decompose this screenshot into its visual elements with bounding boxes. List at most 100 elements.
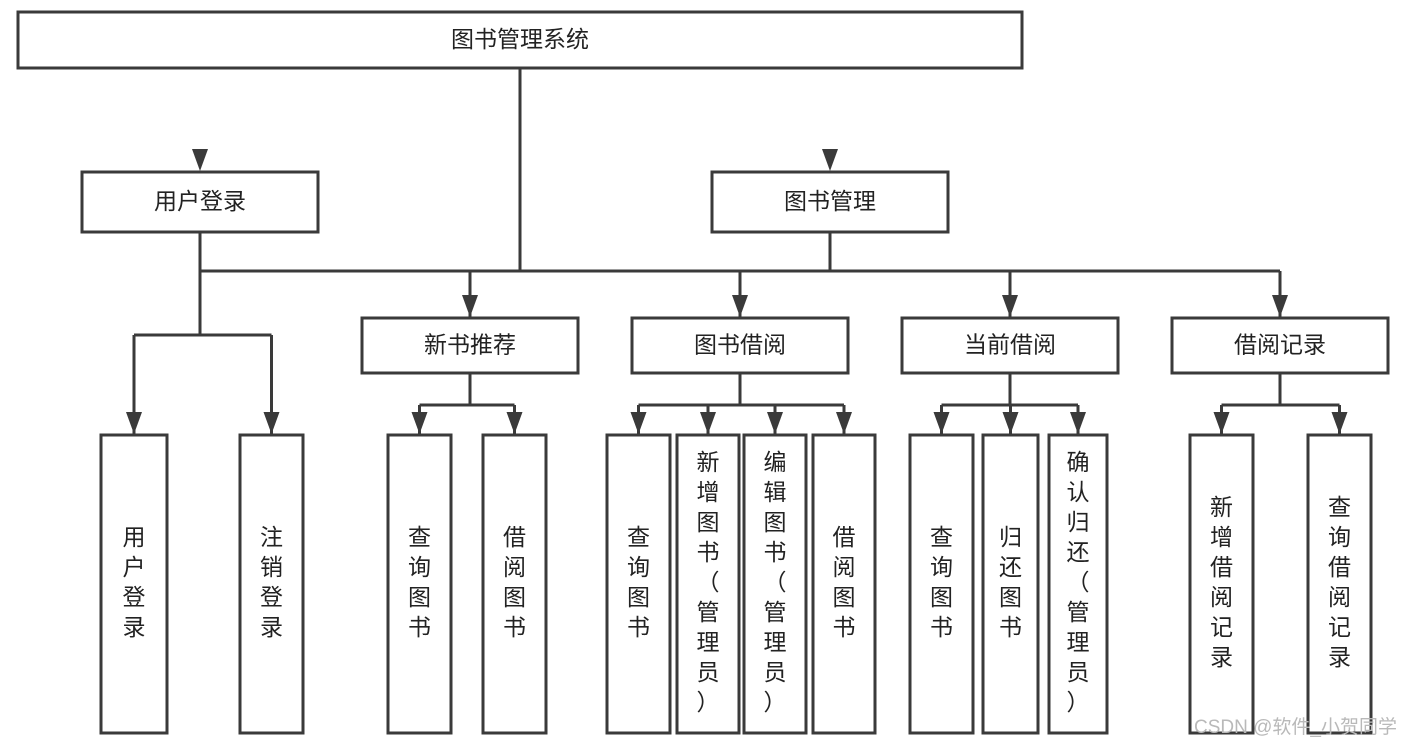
node-box xyxy=(99,433,169,735)
connector-arrowhead xyxy=(263,412,280,434)
node-label-char: 书 xyxy=(764,539,787,565)
node-box xyxy=(900,316,1120,375)
connector-arrowhead xyxy=(822,149,838,171)
node-box xyxy=(238,433,305,735)
node-box xyxy=(710,170,950,234)
connector-arrowhead xyxy=(462,295,478,317)
node-label-char: 还 xyxy=(1067,539,1090,565)
node-box xyxy=(811,433,877,735)
node-box xyxy=(360,316,580,375)
node-book-management[interactable]: 图书管理 xyxy=(710,170,950,234)
node-label: 图书管理系统 xyxy=(451,26,589,52)
node-label-char: 录 xyxy=(1328,644,1351,670)
connector-arrowhead xyxy=(1331,412,1348,434)
node-box xyxy=(742,433,808,735)
connector-arrowhead xyxy=(126,412,142,434)
node-leaf-user-login[interactable]: 用户登录 xyxy=(99,433,169,735)
node-user-login[interactable]: 用户登录 xyxy=(80,170,320,234)
node-label: 借阅记录 xyxy=(1234,332,1326,358)
connector-arrowhead xyxy=(192,149,208,171)
node-book-borrow[interactable]: 图书借阅 xyxy=(630,316,850,375)
node-label-char: 书 xyxy=(408,614,431,640)
connector-arrowhead xyxy=(1070,412,1086,434)
node-label-char: 阅 xyxy=(833,554,856,580)
node-label-char: 销 xyxy=(260,554,283,580)
node-label-char: 认 xyxy=(1067,479,1090,505)
node-label-char: 编 xyxy=(764,449,787,475)
node-current-borrow[interactable]: 当前借阅 xyxy=(900,316,1120,375)
node-label-char: 增 xyxy=(697,479,720,505)
node-label: 用户登录 xyxy=(154,188,246,214)
node-label-char: 记 xyxy=(1328,614,1351,640)
node-label-char: 图 xyxy=(627,584,650,610)
node-new-book-recommend[interactable]: 新书推荐 xyxy=(360,316,580,375)
node-label-char: 询 xyxy=(930,554,953,580)
node-label-char: ） xyxy=(697,689,720,715)
node-label-char: 查 xyxy=(1328,494,1351,520)
node-label-char: 借 xyxy=(833,524,856,550)
node-box xyxy=(605,433,672,735)
node-label-char: 户 xyxy=(123,554,146,580)
node-label-char: 阅 xyxy=(1210,584,1233,610)
node-label-char: 图 xyxy=(503,584,526,610)
node-box xyxy=(386,433,453,735)
node-box xyxy=(1170,316,1390,375)
node-label-char: 询 xyxy=(627,554,650,580)
node-label: 图书管理 xyxy=(784,188,876,214)
node-label-char: 询 xyxy=(1328,524,1351,550)
node-label-char: 管 xyxy=(697,599,720,625)
node-label-char: 录 xyxy=(123,614,146,640)
node-label-char: 图 xyxy=(764,509,787,535)
node-box xyxy=(481,433,548,735)
node-label: 图书借阅 xyxy=(694,332,786,358)
node-label-char: 查 xyxy=(627,524,650,550)
connector-arrowhead xyxy=(933,412,950,434)
node-label-char: 登 xyxy=(260,584,283,610)
node-layer: 图书管理系统用户登录图书管理新书推荐图书借阅当前借阅借阅记录用户登录注销登录查询… xyxy=(16,10,1390,735)
node-label-char: 书 xyxy=(503,614,526,640)
node-box xyxy=(1047,433,1109,735)
node-label-char: 新 xyxy=(697,449,720,475)
node-label-char: 管 xyxy=(1067,599,1090,625)
node-borrow-record[interactable]: 借阅记录 xyxy=(1170,316,1390,375)
node-label-char: 员 xyxy=(764,659,787,685)
csdn-watermark: CSDN @软件_小贺同学 xyxy=(1194,717,1397,738)
node-label: 当前借阅 xyxy=(964,332,1056,358)
node-label-char: 阅 xyxy=(503,554,526,580)
node-root[interactable]: 图书管理系统 xyxy=(16,10,1024,70)
node-label-char: 注 xyxy=(260,524,283,550)
connector-arrowhead xyxy=(411,412,428,434)
node-label-char: 阅 xyxy=(1328,584,1351,610)
node-label-char: 录 xyxy=(260,614,283,640)
node-label-char: 图 xyxy=(408,584,431,610)
node-label-char: 询 xyxy=(408,554,431,580)
node-label-char: 图 xyxy=(999,584,1022,610)
node-label-char: 图 xyxy=(697,509,720,535)
node-label-char: 图 xyxy=(833,584,856,610)
node-label-char: 借 xyxy=(1210,554,1233,580)
node-label-char: 增 xyxy=(1210,524,1233,550)
node-label-char: （ xyxy=(764,569,787,595)
node-box xyxy=(981,433,1040,735)
node-label-char: 新 xyxy=(1210,494,1233,520)
node-label-char: 查 xyxy=(930,524,953,550)
node-label-char: 查 xyxy=(408,524,431,550)
node-label-char: 录 xyxy=(1210,644,1233,670)
node-label-char: 辑 xyxy=(764,479,787,505)
node-label-char: 书 xyxy=(999,614,1022,640)
node-label-char: ） xyxy=(764,689,787,715)
node-box xyxy=(1188,433,1255,735)
